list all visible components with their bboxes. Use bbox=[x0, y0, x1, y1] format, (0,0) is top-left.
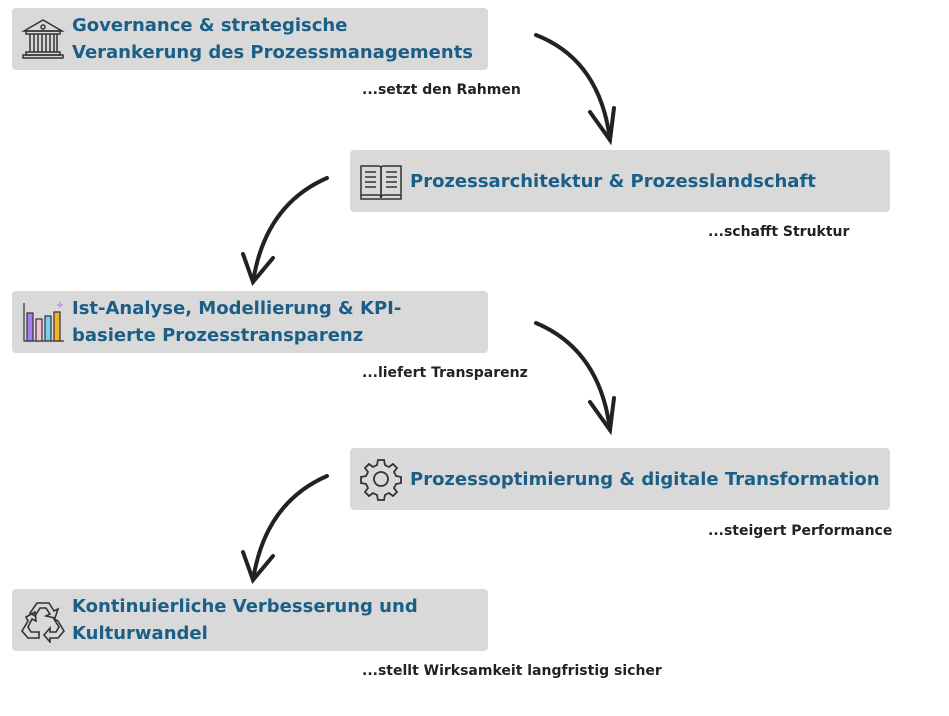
step-title: Ist-Analyse, Modellierung & KPI-basierte… bbox=[72, 298, 402, 346]
step-architektur: Prozessarchitektur & Prozesslandschaft bbox=[350, 150, 890, 212]
arrow-3-to-4 bbox=[534, 321, 612, 432]
step-caption: ...steigert Performance bbox=[708, 523, 893, 539]
arrow-1-to-2 bbox=[534, 33, 612, 142]
step-title: Kontinuierliche Verbesserung und Kulturw… bbox=[72, 596, 418, 644]
step-optimierung: Prozessoptimierung & digitale Transforma… bbox=[350, 448, 890, 510]
bank-building-icon bbox=[21, 19, 65, 59]
open-book-icon bbox=[360, 165, 402, 200]
step-caption: ...schafft Struktur bbox=[708, 224, 850, 240]
step-verbesserung: Kontinuierliche Verbesserung und Kulturw… bbox=[12, 589, 488, 651]
gear-icon bbox=[360, 459, 402, 501]
step-title: Prozessoptimierung & digitale Transforma… bbox=[410, 468, 880, 490]
arrow-4-to-5 bbox=[251, 474, 329, 582]
step-governance: Governance & strategische Verankerung de… bbox=[12, 8, 488, 70]
arrowhead-4 bbox=[241, 550, 275, 584]
step-caption: ...setzt den Rahmen bbox=[362, 82, 521, 98]
arrowhead-1 bbox=[588, 106, 616, 146]
step-title: Prozessarchitektur & Prozesslandschaft bbox=[410, 170, 816, 192]
arrowhead-2 bbox=[241, 252, 275, 286]
recycle-icon bbox=[21, 602, 65, 643]
step-caption: ...liefert Transparenz bbox=[362, 365, 528, 381]
arrow-2-to-3 bbox=[251, 176, 329, 284]
step-ist-analyse: Ist-Analyse, Modellierung & KPI-basierte… bbox=[12, 291, 488, 353]
arrowhead-3 bbox=[588, 396, 616, 436]
step-title: Governance & strategische Verankerung de… bbox=[72, 15, 474, 63]
step-caption: ...stellt Wirksamkeit langfristig sicher bbox=[362, 663, 662, 679]
bar-chart-icon bbox=[23, 302, 64, 342]
